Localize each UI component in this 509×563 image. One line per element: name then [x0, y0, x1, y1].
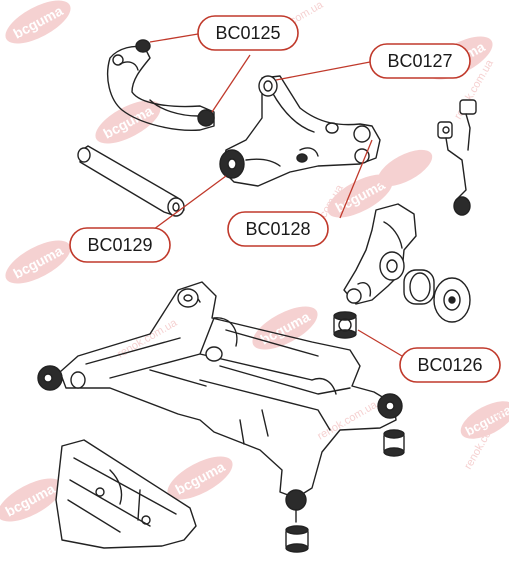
drawing-layer	[37, 39, 477, 553]
watermark-logo	[377, 149, 433, 187]
leader-line-bc0125-b	[211, 54, 251, 113]
callout-label: BC0128	[245, 219, 310, 239]
watermark-logo: bcguma	[95, 100, 161, 144]
watermark-logo: bcguma	[252, 306, 318, 350]
callout-bc0128: BC0128	[227, 211, 329, 247]
callout-bc0127: BC0127	[369, 43, 471, 79]
leader-line-bc0127	[275, 61, 371, 81]
watermark-site-text: renok.com.ua	[116, 316, 180, 360]
watermark-logo: bcguma	[167, 456, 233, 500]
stabilizer-link	[437, 99, 477, 216]
callout-label: BC0127	[387, 51, 452, 71]
bushing	[135, 39, 151, 53]
rear-subframe	[37, 281, 403, 523]
loose-bushing	[333, 311, 357, 339]
callout-label: BC0129	[87, 235, 152, 255]
lower-control-arm	[219, 75, 381, 187]
subframe-bushings	[285, 429, 405, 553]
bushing	[197, 109, 215, 127]
wheel-knuckle	[343, 203, 471, 323]
watermark-logo: bcguma	[5, 240, 71, 284]
trailing-link	[77, 145, 185, 217]
callout-bc0126: BC0126	[399, 347, 501, 383]
mounting-plate	[55, 439, 197, 549]
leader-line-bc0129	[149, 175, 227, 233]
watermark-logo: bcguma	[5, 0, 71, 44]
leader-lines	[149, 33, 403, 357]
watermark-site-text: renok.com.ua	[316, 398, 380, 442]
callout-bc0125: BC0125	[197, 15, 299, 51]
leader-line-bc0128	[339, 139, 373, 219]
leader-line-bc0125-a	[149, 33, 199, 43]
upper-control-arm	[106, 39, 215, 132]
callout-bc0129: BC0129	[69, 227, 171, 263]
leader-line-bc0126	[357, 329, 403, 357]
callout-label: BC0126	[417, 355, 482, 375]
callout-label: BC0125	[215, 23, 280, 43]
